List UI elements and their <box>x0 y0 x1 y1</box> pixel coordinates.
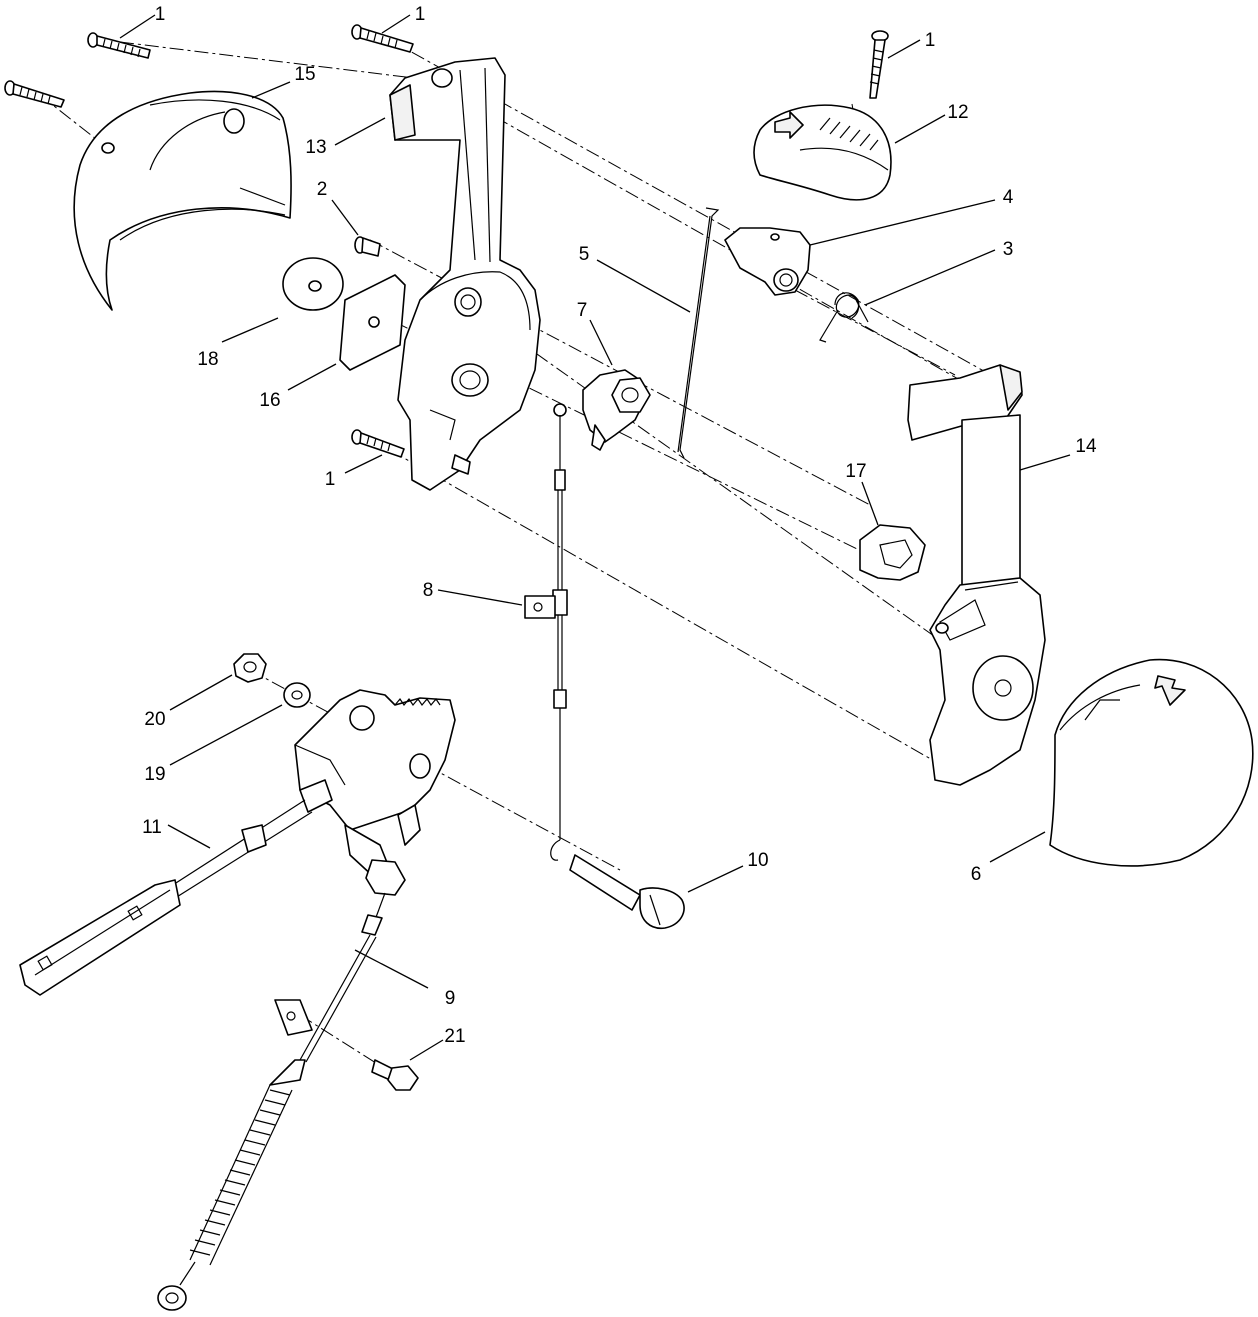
callout-11: 11 <box>142 817 162 838</box>
pivot-pin <box>354 236 381 257</box>
callout-2: 2 <box>317 179 328 200</box>
throttle-cable-upper <box>550 403 568 861</box>
flat-washer-small <box>283 682 311 708</box>
flange-bolt <box>371 1059 419 1091</box>
callout-21: 21 <box>444 1026 465 1047</box>
callout-18: 18 <box>197 349 218 370</box>
callout-6: 6 <box>971 864 982 885</box>
callout-1: 1 <box>415 4 426 25</box>
right-control-lever <box>907 364 1046 786</box>
callout-3: 3 <box>1003 239 1014 260</box>
callout-17: 17 <box>845 461 866 482</box>
lever-knob <box>753 104 892 201</box>
left-lever-housing <box>389 57 541 491</box>
callout-10: 10 <box>747 850 768 871</box>
flat-washer-large <box>282 257 344 311</box>
callout-15: 15 <box>294 64 315 85</box>
lock-nut <box>233 653 267 683</box>
callout-1: 1 <box>155 4 166 25</box>
callout-1: 1 <box>325 469 336 490</box>
cam-bushing <box>582 369 651 451</box>
screw-1-lower-center <box>351 429 405 458</box>
right-shroud-cover <box>1049 658 1254 867</box>
callout-7: 7 <box>577 300 588 321</box>
callout-4: 4 <box>1003 187 1014 208</box>
callout-14: 14 <box>1075 436 1097 457</box>
callout-1: 1 <box>925 30 936 51</box>
shoulder-bolt <box>569 854 685 930</box>
shift-rod <box>19 779 333 996</box>
callout-8: 8 <box>423 580 434 601</box>
callout-20: 20 <box>144 709 165 730</box>
leader-lines <box>119 14 1071 1061</box>
callout-5: 5 <box>579 244 590 265</box>
screw-1-far-left <box>4 80 65 108</box>
callout-13: 13 <box>305 137 326 158</box>
callout-12: 12 <box>947 102 968 123</box>
friction-pad <box>339 274 406 371</box>
screw-1-top-right <box>869 30 889 99</box>
cable-clamp <box>524 595 556 619</box>
traction-cable <box>157 859 406 1311</box>
latch-rod <box>677 207 720 459</box>
callout-19: 19 <box>144 764 165 785</box>
screw-1-top-left <box>87 32 151 59</box>
torsion-spring <box>819 292 869 343</box>
callout-9: 9 <box>445 988 456 1009</box>
left-shroud-cover <box>73 90 292 311</box>
screw-1-upper-center <box>351 24 414 53</box>
lever-bushing <box>859 524 926 581</box>
callout-16: 16 <box>259 390 280 411</box>
callout-labels: 1 1 1 1 2 3 4 5 6 7 8 9 10 11 12 13 14 1… <box>142 4 1097 1047</box>
lever-latch <box>724 227 811 296</box>
